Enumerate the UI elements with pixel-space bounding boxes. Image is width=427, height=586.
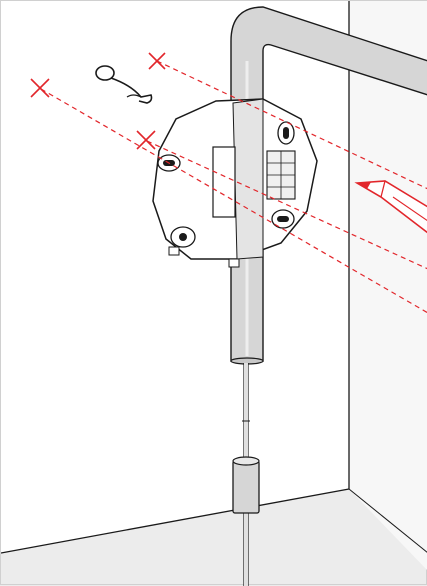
marking-line-lower [146,140,427,270]
wall-right-panel [349,1,427,570]
marking-line-upper [156,60,427,190]
pencil-icon [354,180,427,234]
wall-floor-edge [1,488,350,554]
cable-clip-icon [95,65,153,104]
mounting-plate-icon [152,98,318,268]
ferrite-core-icon [232,456,260,514]
wall-floor-edge-right [348,488,427,553]
drill-mark-x-icon [30,52,166,150]
wall [1,1,427,570]
marking-line-middle [40,88,427,314]
marking-lines [40,60,427,314]
wall-left-panel [1,1,349,553]
